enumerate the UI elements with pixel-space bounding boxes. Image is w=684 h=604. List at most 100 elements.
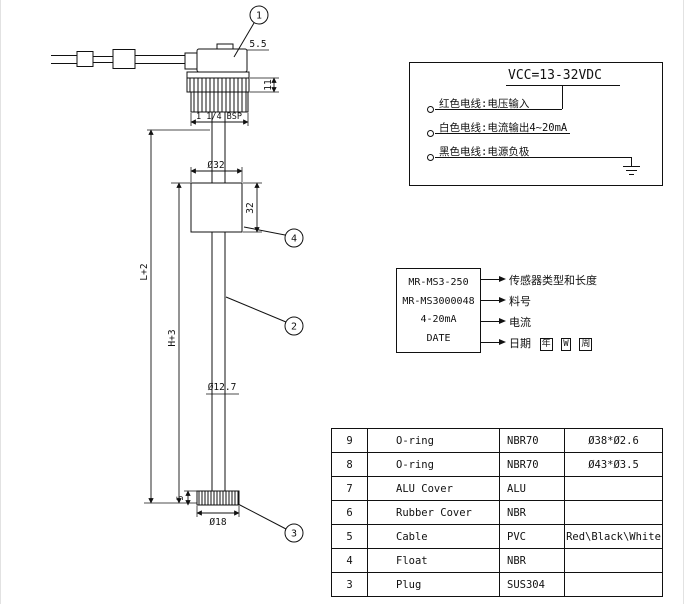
callout-arrow-line-3 [481,321,499,322]
drawing-text: 5.5 11 1 1/4 BSP Ø32 32 L+2 H+3 Ø12.7 Ø1… [139,11,297,540]
wiring-diagram-box: VCC=13-32VDC 红色电线:电压输入 白色电线:电流输出4~20mA 黑… [409,62,663,186]
bom-item-no: 8 [331,452,368,477]
label-model-line: MR-MS3-250 [408,276,469,288]
callout-type-length: 传感器类型和长度 [509,274,597,287]
vcc-drop-line [562,85,563,109]
white-wire-node [427,130,434,137]
ground-bar-1 [623,166,640,167]
bom-part-name: O-ring [367,428,500,453]
bom-row: 9 O-ring NBR70 Ø38*Ø2.6 [331,428,663,453]
bom-part-name: Rubber Cover [367,500,500,525]
bom-row: 4 Float NBR [331,548,663,573]
dim-thread-height-label: 11 [263,79,274,91]
float-body [190,182,243,233]
callout-arrow-head-2 [499,297,506,303]
bom-item-no: 4 [331,548,368,573]
bom-material: NBR70 [499,452,565,477]
callout-part-no: 料号 [509,295,531,308]
dim-plug-dia-label: Ø18 [209,517,226,528]
vcc-label: VCC=13-32VDC [508,68,602,83]
bom-row: 3 Plug SUS304 [331,572,663,597]
bom-part-name: ALU Cover [367,476,500,501]
black-wire-label: 黑色电线:电源负极 [439,146,530,158]
red-wire-node [427,106,434,113]
dim-thread-label: 1 1/4 BSP [196,112,242,122]
bom-item-no: 9 [331,428,368,453]
callout-current: 电流 [509,316,531,329]
bom-spec: Ø43*Ø3.5 [564,452,663,477]
sensor-outline-drawing: 5.5 11 1 1/4 BSP Ø32 32 L+2 H+3 Ø12.7 Ø1… [51,5,304,543]
balloon-4 [284,228,304,248]
dim-float-height-label: 32 [245,202,256,213]
dim-plug-height-label: 5 [176,495,186,500]
balloon-2 [284,316,304,336]
bom-material: NBR [499,548,565,573]
date-field-w: W [561,338,571,351]
bom-part-name: Plug [367,572,500,597]
bom-material: SUS304 [499,572,565,597]
ground-icon [631,157,632,166]
sensor-head [184,43,250,113]
bom-row: 8 O-ring NBR70 Ø43*Ø3.5 [331,452,663,477]
dimension-lines [148,77,277,516]
vcc-underline [506,85,620,86]
black-wire-node [427,154,434,161]
date-field-week: 周 [579,338,593,351]
callout-arrow-head-3 [499,318,506,324]
bom-spec: Ø38*Ø2.6 [564,428,663,453]
balloon-1 [249,5,269,25]
date-field-year: 年 [539,338,553,351]
label-part-line: MR-MS3000048 [402,295,475,307]
bom-material: ALU [499,476,565,501]
bom-item-no: 6 [331,500,368,525]
white-wire-label: 白色电线:电流输出4~20mA [439,122,568,134]
bom-part-name: Cable [367,524,500,549]
dim-probe-length-label: H+3 [167,329,178,346]
bom-part-name: O-ring [367,452,500,477]
callout-date-text: 日期 [509,337,531,350]
dim-float-dia-label: Ø32 [207,160,224,171]
balloon-4-number: 4 [291,234,297,245]
callout-arrow-head-1 [499,276,506,282]
black-wire-line [435,157,632,158]
bom-spec: Red\Black\White [564,524,663,549]
ground-bar-3 [629,174,634,175]
bom-row: 7 ALU Cover ALU [331,476,663,501]
bom-item-no: 5 [331,524,368,549]
ground-bar-2 [626,170,637,171]
balloon-3 [284,523,304,543]
callout-arrow-head-4 [499,339,506,345]
bom-material: NBR70 [499,428,565,453]
red-wire-line [435,109,562,110]
end-plug [196,490,240,506]
red-wire-label: 红色电线:电压输入 [439,98,530,110]
label-current-line: 4-20mA [420,314,457,326]
bom-item-no: 7 [331,476,368,501]
balloon-1-number: 1 [256,11,262,22]
callout-arrow-line-1 [481,279,499,280]
bom-spec [564,572,663,597]
thread-hatch [193,92,247,112]
callout-arrow-line-2 [481,300,499,301]
balloon-3-number: 3 [291,529,297,540]
bom-material: PVC [499,524,565,549]
callout-date: 日期 年 W 周 [509,335,593,351]
knurl-hatch [189,78,247,92]
cable [51,49,185,69]
dim-overall-length-label: L+2 [139,263,150,280]
balloon-callouts [225,5,304,543]
white-wire-line [435,133,570,134]
product-label-box: MR-MS3-250 MR-MS3000048 4-20mA DATE [396,268,481,353]
bom-table: 9 O-ring NBR70 Ø38*Ø2.6 8 O-ring NBR70 Ø… [331,428,663,597]
bom-row: 5 Cable PVC Red\Black\White [331,524,663,549]
balloon-2-number: 2 [291,322,297,333]
bom-spec [564,548,663,573]
callout-arrow-line-4 [481,342,499,343]
bom-material: NBR [499,500,565,525]
dim-tube-dia-label: Ø12.7 [208,382,237,393]
dim-top-offset-label: 5.5 [249,39,266,50]
label-date-line: DATE [426,333,451,345]
bom-part-name: Float [367,548,500,573]
bom-spec [564,476,663,501]
